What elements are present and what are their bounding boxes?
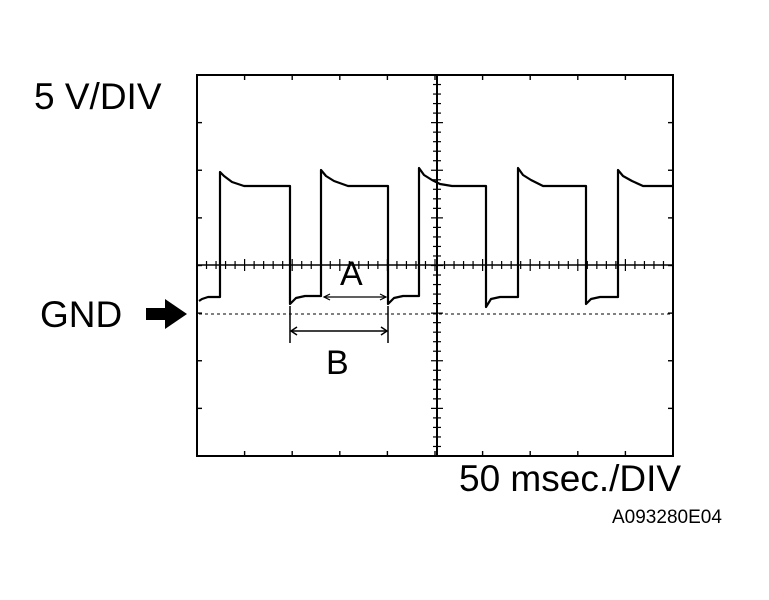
interval-b-marker — [289, 306, 389, 343]
time-scale-label: 50 msec./DIV — [459, 458, 682, 499]
voltage-scale-label: 5 V/DIV — [34, 76, 162, 117]
interval-b-label: B — [326, 344, 349, 382]
ground-arrow-icon — [146, 299, 187, 329]
graticule — [196, 74, 674, 457]
interval-a-marker — [322, 293, 388, 301]
ground-label: GND — [40, 294, 123, 335]
interval-a-label: A — [340, 255, 363, 293]
pulse-waveform — [198, 166, 672, 309]
figure-code: A093280E04 — [612, 507, 722, 528]
